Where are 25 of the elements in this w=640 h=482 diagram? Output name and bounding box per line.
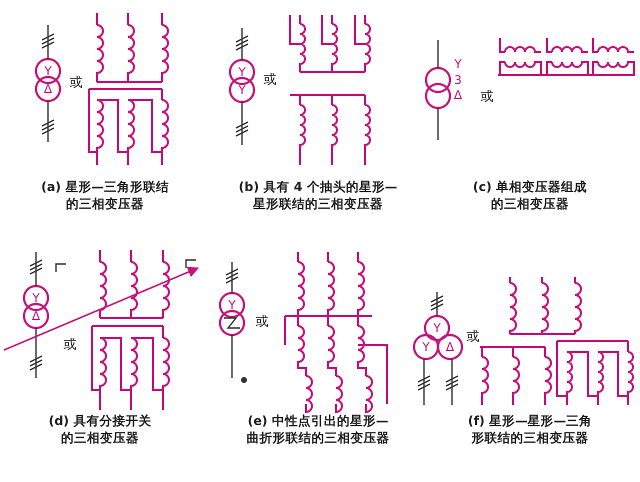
phase-count: 3 <box>454 74 462 86</box>
connection-symbol: Y <box>228 299 236 311</box>
connection-symbol: Y <box>433 322 441 334</box>
or-label: 或 <box>64 338 76 352</box>
connection-symbol: Y <box>238 84 246 96</box>
connection-symbol: Y <box>238 66 246 78</box>
or-label: 或 <box>256 316 268 328</box>
or-label: 或 <box>264 74 276 86</box>
connection-symbol: Y <box>32 292 40 304</box>
figure-caption: (c) 单相变压器组成的三相变压器 <box>472 178 588 212</box>
connection-symbol: Δ <box>44 83 52 95</box>
figure-caption: (a) 星形—三角形联结的三相变压器 <box>41 178 169 212</box>
figure-caption: (f) 星形—星形—三角形联结的三相变压器 <box>466 412 594 446</box>
connection-symbol: Δ <box>446 341 454 353</box>
connection-symbol: Y <box>422 341 430 353</box>
figure-caption: (e) 中性点引出的星形—曲折形联结的三相变压器 <box>246 412 390 446</box>
or-label: 或 <box>466 330 480 344</box>
figure-caption: (b) 具有 4 个抽头的星形—星形联结的三相变压器 <box>238 178 398 212</box>
figure-caption: (d) 具有分接开关的三相变压器 <box>48 412 152 446</box>
connection-symbol: Δ <box>454 89 462 101</box>
or-label: 或 <box>70 76 82 90</box>
connection-symbol: Y <box>44 65 52 77</box>
connection-symbol: Y <box>454 58 462 70</box>
or-label: 或 <box>480 90 494 104</box>
connection-symbol: Δ <box>32 310 40 322</box>
